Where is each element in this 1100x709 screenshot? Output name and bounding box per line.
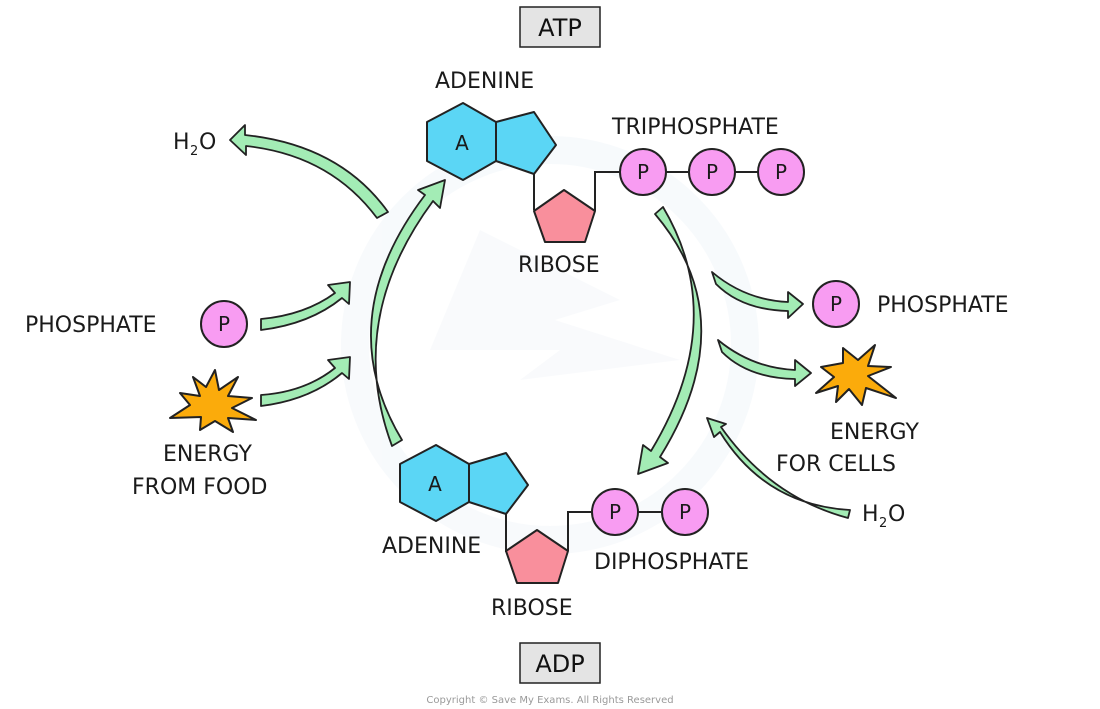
atp-title: ATP [538, 14, 582, 42]
adp-ribose [505, 529, 569, 584]
svg-text:FOR CELLS: FOR CELLS [776, 452, 896, 477]
svg-text:H: H [862, 502, 879, 527]
synthesis-arrow [370, 179, 446, 447]
atp-title-box: ATP [519, 6, 601, 48]
svg-text:ENERGY: ENERGY [830, 420, 919, 445]
water-in-label: H 2 O [862, 502, 905, 531]
adp-diphosphate-label: DIPHOSPHATE [594, 550, 749, 575]
adp-title-box: ADP [519, 642, 601, 684]
atp-molecule: ADENINE A RIBOSE TRIPHOSPHATE P P P [426, 69, 805, 278]
adp-adenine-label: ADENINE [382, 534, 481, 559]
atp-ribose [533, 189, 596, 243]
adp-ribose-label: RIBOSE [491, 596, 573, 621]
copyright-notice: Copyright © Save My Exams. All Rights Re… [426, 695, 673, 706]
adp-adenine: A [399, 444, 529, 522]
adp-phosphate-1: P [591, 488, 639, 536]
energy-out-burst-icon [815, 344, 897, 406]
energy-for-cells: ENERGY FOR CELLS [776, 344, 919, 477]
phosphate-out-label: PHOSPHATE [877, 293, 1009, 318]
atp-ribose-label: RIBOSE [518, 253, 600, 278]
phosphate-out: P PHOSPHATE [812, 280, 1009, 328]
phosphate-out-arrow [711, 271, 804, 319]
energy-in-arrow [260, 356, 351, 407]
adp-title: ADP [535, 650, 584, 678]
water-in-arrow [706, 417, 851, 519]
energy-from-food: ENERGY FROM FOOD [132, 369, 267, 500]
atp-adenine-symbol: A [455, 131, 469, 155]
adp-phosphate-2: P [661, 488, 709, 536]
svg-text:O: O [199, 130, 216, 155]
atp-phosphate-1: P [619, 148, 667, 196]
atp-phosphate-2: P [688, 148, 736, 196]
hydrolysis-arrow [637, 206, 703, 475]
svg-text:H: H [173, 130, 190, 155]
svg-text:P: P [679, 500, 691, 524]
energy-in-burst-icon [169, 369, 257, 433]
svg-text:P: P [830, 292, 842, 316]
atp-phosphate-3: P [757, 148, 805, 196]
svg-text:P: P [609, 500, 621, 524]
atp-triphosphate-label: TRIPHOSPHATE [611, 115, 779, 140]
atp-adenine: A [426, 102, 557, 181]
adp-adenine-symbol: A [428, 472, 442, 496]
svg-text:P: P [218, 312, 230, 336]
svg-text:ENERGY: ENERGY [163, 442, 252, 467]
adp-molecule: A ADENINE RIBOSE P P DIPHOSPHATE [382, 444, 749, 621]
svg-text:O: O [888, 502, 905, 527]
svg-text:P: P [706, 160, 718, 184]
phosphate-in-label: PHOSPHATE [25, 313, 157, 338]
svg-text:P: P [775, 160, 787, 184]
atp-adenine-label: ADENINE [435, 69, 534, 94]
water-out-arrow [229, 124, 389, 219]
phosphate-in: PHOSPHATE P [25, 300, 248, 348]
svg-text:2: 2 [879, 516, 887, 531]
svg-text:P: P [637, 160, 649, 184]
svg-text:2: 2 [190, 144, 198, 159]
water-out-label: H 2 O [173, 130, 216, 159]
svg-text:FROM FOOD: FROM FOOD [132, 475, 267, 500]
phosphate-in-arrow [260, 281, 351, 331]
energy-out-arrow [717, 339, 812, 387]
